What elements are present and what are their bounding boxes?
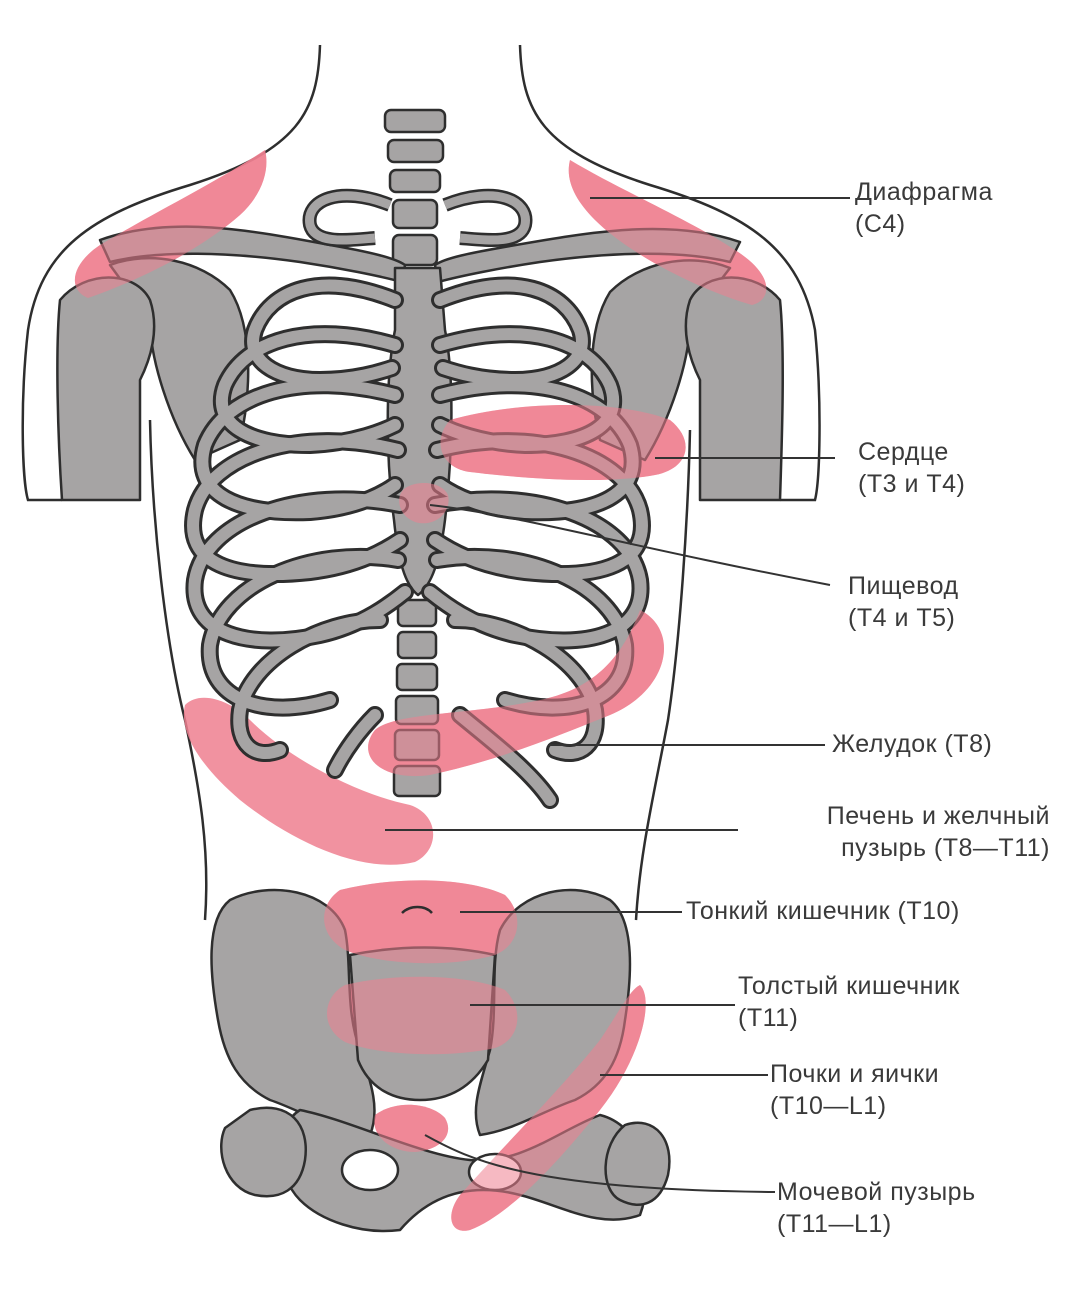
- vertebra-t2: [398, 632, 436, 658]
- vertebra-c3: [390, 170, 440, 192]
- obturator-foramen-left: [342, 1150, 398, 1190]
- humerus-left: [57, 278, 154, 501]
- vertebra-c5: [393, 235, 437, 265]
- label-large-intestine: Толстый кишечник (T11): [738, 970, 960, 1034]
- label-kidneys-level: (T10—L1): [770, 1090, 939, 1122]
- label-diaphragm-name: Диафрагма: [855, 176, 993, 208]
- label-heart-level: (T3 и T4): [858, 468, 965, 500]
- label-small-intestine-name: Тонкий кишечник (T10): [686, 895, 960, 927]
- vertebra-c1: [385, 110, 445, 132]
- label-bladder-level: (T11—L1): [777, 1208, 976, 1240]
- humerus-right: [686, 278, 783, 501]
- label-diaphragm-level: (C4): [855, 208, 993, 240]
- label-liver: Печень и желчный пузырь (T8—T11): [735, 800, 1050, 864]
- label-bladder: Мочевой пузырь (T11—L1): [777, 1176, 976, 1240]
- label-esophagus: Пищевод (T4 и T5): [848, 570, 959, 634]
- label-kidneys: Почки и яички (T10—L1): [770, 1058, 939, 1122]
- label-esophagus-name: Пищевод: [848, 570, 959, 602]
- label-esophagus-level: (T4 и T5): [848, 602, 959, 634]
- label-bladder-name: Мочевой пузырь: [777, 1176, 976, 1208]
- vertebra-c2: [388, 140, 443, 162]
- femur-right: [606, 1123, 670, 1205]
- label-heart: Сердце (T3 и T4): [858, 436, 965, 500]
- femur-left: [221, 1108, 306, 1196]
- label-heart-name: Сердце: [858, 436, 965, 468]
- label-large-intestine-level: (T11): [738, 1002, 960, 1034]
- label-small-intestine: Тонкий кишечник (T10): [686, 895, 960, 927]
- vertebra-c4: [393, 200, 437, 228]
- vertebra-t3: [397, 664, 437, 690]
- label-kidneys-name: Почки и яички: [770, 1058, 939, 1090]
- label-liver-level: пузырь (T8—T11): [735, 832, 1050, 864]
- label-liver-name: Печень и желчный: [735, 800, 1050, 832]
- label-diaphragm: Диафрагма (C4): [855, 176, 993, 240]
- label-stomach: Желудок (T8): [832, 728, 992, 760]
- label-large-intestine-name: Толстый кишечник: [738, 970, 960, 1002]
- label-stomach-name: Желудок (T8): [832, 728, 992, 760]
